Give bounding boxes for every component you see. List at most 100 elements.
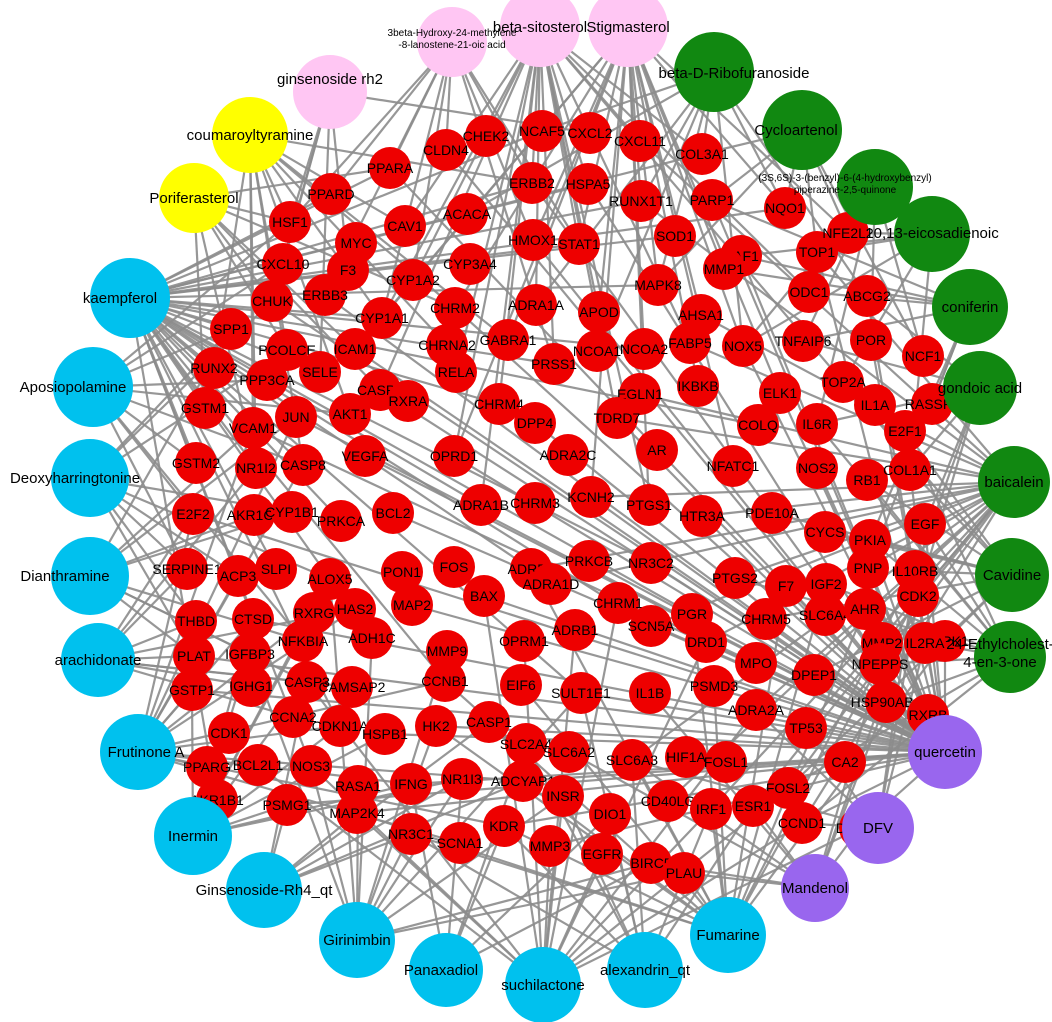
target-node-chrm5[interactable]: CHRM5 (741, 598, 791, 640)
target-node-nfe2l2[interactable]: NFE2L2 (822, 212, 874, 254)
target-node-nfkbia[interactable]: NFKBIA (278, 620, 329, 662)
target-node-npepps[interactable]: NPEPPS (852, 643, 909, 685)
ingredient-node-inermin[interactable]: Inermin (154, 797, 232, 875)
target-node-igf2[interactable]: IGF2 (805, 563, 847, 605)
target-node-gabra1[interactable]: GABRA1 (480, 319, 537, 361)
target-node-oprm1[interactable]: OPRM1 (499, 620, 549, 662)
target-node-nqo1[interactable]: NQO1 (764, 187, 806, 229)
target-node-psmg1[interactable]: PSMG1 (262, 784, 312, 826)
ingredient-node-mandenol[interactable]: Mandenol (781, 854, 849, 922)
target-node-chek2[interactable]: CHEK2 (463, 115, 510, 157)
target-node-casp8[interactable]: CASP8 (280, 444, 326, 486)
target-node-htr3a[interactable]: HTR3A (679, 495, 726, 537)
target-node-thbd[interactable]: THBD (175, 600, 217, 642)
target-node-nox5[interactable]: NOX5 (722, 325, 764, 367)
target-node-igfbp3[interactable]: IGFBP3 (225, 633, 275, 675)
ingredient-node-10-13-eicosadienoic[interactable]: 10,13-eicosadienoic (865, 196, 999, 272)
target-node-ncaf5[interactable]: NCAF5 (519, 110, 565, 152)
target-node-cxcl10[interactable]: CXCL10 (257, 243, 310, 285)
target-node-egfr[interactable]: EGFR (581, 833, 623, 875)
target-node-elk1[interactable]: ELK1 (759, 372, 801, 414)
target-node-tnfaip6[interactable]: TNFAIP6 (775, 320, 832, 362)
target-node-psmd3[interactable]: PSMD3 (690, 665, 738, 707)
target-node-ca2[interactable]: CA2 (824, 741, 866, 783)
ingredient-node-arachidonate[interactable]: arachidonate (55, 623, 142, 697)
target-node-ahr[interactable]: AHR (844, 588, 886, 630)
target-node-chrm3[interactable]: CHRM3 (510, 482, 560, 524)
target-node-prss1[interactable]: PRSS1 (531, 343, 577, 385)
target-node-nr3c2[interactable]: NR3C2 (628, 542, 674, 584)
target-node-eif6[interactable]: EIF6 (500, 664, 542, 706)
target-node-cdk1[interactable]: CDK1 (208, 712, 250, 754)
target-node-dio1[interactable]: DIO1 (589, 793, 631, 835)
target-node-adra1d[interactable]: ADRA1D (523, 563, 580, 605)
target-node-jun[interactable]: JUN (275, 396, 317, 438)
target-node-plau[interactable]: PLAU (663, 852, 705, 894)
target-node-cdkn1a[interactable]: CDKN1A (312, 705, 369, 747)
target-node-rassf1[interactable]: RASSF1 (905, 383, 960, 425)
target-node-casp1[interactable]: CASP1 (466, 701, 512, 743)
target-node-casp3[interactable]: CASP3 (284, 661, 330, 703)
target-node-ikbkb[interactable]: IKBKB (677, 365, 719, 407)
target-node-mmp1[interactable]: MMP1 (703, 248, 745, 290)
target-node-ncoa2[interactable]: NCOA2 (620, 328, 668, 370)
target-node-cdk2[interactable]: CDK2 (897, 575, 939, 617)
target-node-mpo[interactable]: MPO (735, 642, 777, 684)
target-node-erbb2[interactable]: ERBB2 (509, 162, 555, 204)
ingredient-node-3beta-hydroxy-24-methylene-8-lanostene-21-oic-acid[interactable]: 3beta-Hydroxy-24-methylene-8-lanostene-2… (388, 7, 517, 77)
target-node-il6r[interactable]: IL6R (796, 403, 838, 445)
target-node-chrm4[interactable]: CHRM4 (474, 383, 524, 425)
ingredient-node-dfv[interactable]: DFV (842, 792, 914, 864)
target-node-map2[interactable]: MAP2 (391, 584, 433, 626)
target-node-cxcl2[interactable]: CXCL2 (567, 112, 613, 154)
target-node-vcam1[interactable]: VCAM1 (229, 407, 277, 449)
target-node-ar[interactable]: AR (636, 429, 678, 471)
target-node-bcl2[interactable]: BCL2 (372, 492, 414, 534)
ingredient-node-beta-sitosterol[interactable]: beta-sitosterol (493, 0, 587, 67)
target-node-acp3[interactable]: ACP3 (217, 555, 259, 597)
target-node-ptgs1[interactable]: PTGS1 (626, 484, 672, 526)
target-node-map2k4[interactable]: MAP2K4 (329, 792, 385, 834)
target-node-scn5a[interactable]: SCN5A (628, 605, 675, 647)
target-node-birc5[interactable]: BIRC5 (630, 842, 672, 884)
target-node-colq[interactable]: COLQ (737, 404, 779, 446)
target-node-cav1[interactable]: CAV1 (384, 205, 426, 247)
ingredient-node-24-ethylcholest-4-en-3-one[interactable]: 24-Ethylcholest-4-en-3-one (946, 621, 1052, 693)
target-node-fabp5[interactable]: FABP5 (668, 322, 712, 364)
target-node-il1b[interactable]: IL1B (629, 672, 671, 714)
ingredient-node-ginsenoside-rh4-qt[interactable]: Ginsenoside-Rh4_qt (196, 852, 334, 928)
target-node-parp1[interactable]: PARP1 (690, 179, 735, 221)
ingredient-node-beta-d-ribofuranoside[interactable]: beta-D-Ribofuranoside (659, 32, 810, 112)
target-node-col1a1[interactable]: COL1A1 (883, 449, 937, 491)
target-node-por[interactable]: POR (850, 319, 892, 361)
target-node-slc2a4[interactable]: SLC2A4 (500, 723, 552, 765)
ingredient-node-kaempferol[interactable]: kaempferol (83, 258, 170, 338)
target-node-cyp3a4[interactable]: CYP3A4 (443, 243, 497, 285)
target-node-nfatc1[interactable]: NFATC1 (707, 445, 760, 487)
target-node-kdr[interactable]: KDR (483, 805, 525, 847)
target-node-cyp1b1[interactable]: CYP1B1 (265, 491, 319, 533)
target-node-adra2a[interactable]: ADRA2A (728, 689, 785, 731)
target-node-tdrd7[interactable]: TDRD7 (594, 397, 641, 439)
target-node-slc6a4[interactable]: SLC6A4 (799, 594, 851, 636)
ingredient-node-frutinone-a[interactable]: Frutinone A (100, 714, 184, 790)
target-node-acaca[interactable]: ACACA (443, 193, 492, 235)
target-node-fosl2[interactable]: FOSL2 (766, 767, 811, 809)
target-node-hsp90ab1[interactable]: HSP90AB1 (851, 681, 922, 723)
target-node-il1a[interactable]: IL1A (854, 384, 896, 426)
ingredient-node-coumaroyltyramine[interactable]: coumaroyltyramine (187, 97, 314, 173)
target-node-insr[interactable]: INSR (542, 775, 584, 817)
target-node-slpi[interactable]: SLPI (255, 548, 297, 590)
target-node-nr3c1[interactable]: NR3C1 (388, 813, 434, 855)
ingredient-node-girinimbin[interactable]: Girinimbin (319, 902, 395, 978)
target-node-runx1t1[interactable]: RUNX1T1 (609, 180, 673, 222)
target-node-bax[interactable]: BAX (463, 575, 505, 617)
ingredient-node-deoxyharringtonine[interactable]: Deoxyharringtonine (10, 439, 140, 517)
target-node-oprd1[interactable]: OPRD1 (430, 435, 478, 477)
ingredient-node-quercetin[interactable]: quercetin (908, 715, 982, 789)
target-node-nos2[interactable]: NOS2 (796, 447, 838, 489)
target-node-ccna2[interactable]: CCNA2 (269, 696, 317, 738)
target-node-e2f1[interactable]: E2F1 (884, 410, 926, 452)
target-node-chrm1[interactable]: CHRM1 (593, 582, 643, 624)
target-node-pcolce[interactable]: PCOLCE (258, 329, 316, 371)
